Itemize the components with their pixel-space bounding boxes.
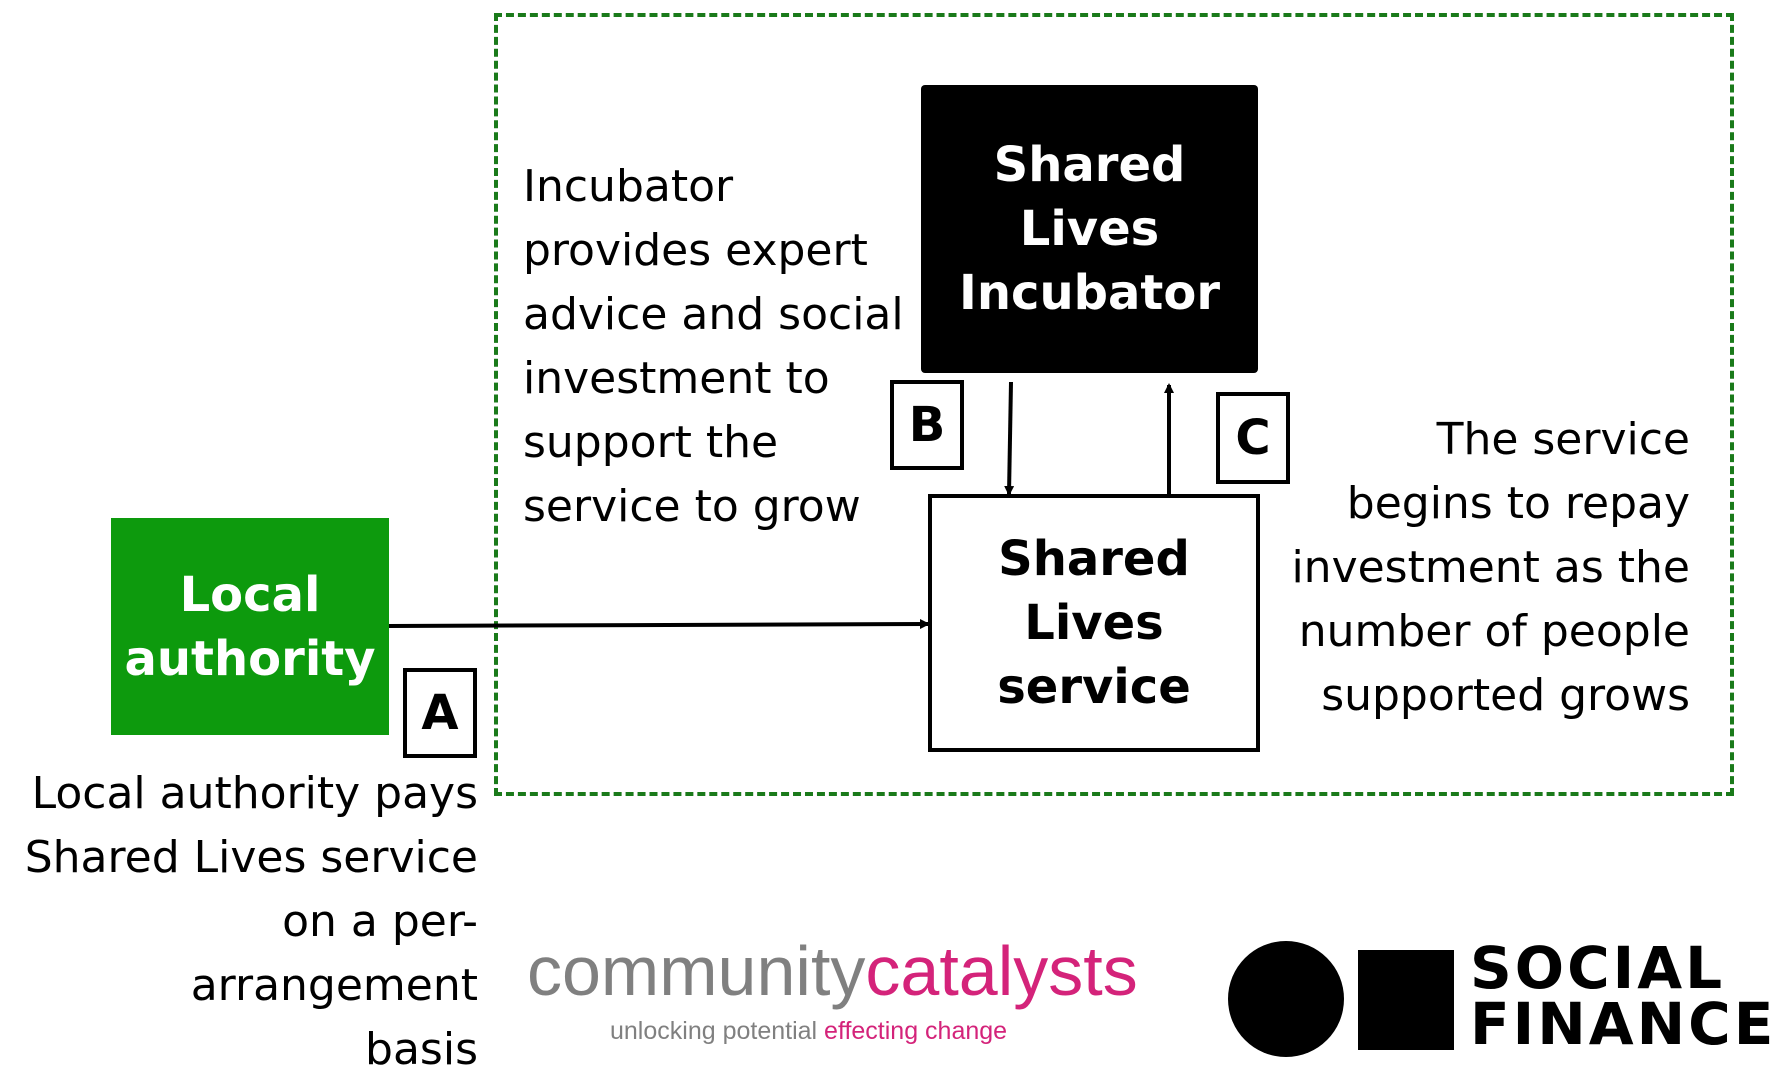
marker-a: A (403, 668, 477, 758)
shared-lives-incubator-node: Shared Lives Incubator (921, 85, 1258, 373)
incubator-support-annotation: Incubator provides expert advice and soc… (523, 161, 904, 532)
flow-arrows (388, 381, 1174, 630)
payment-arrow (388, 619, 930, 630)
investment-arrow (1004, 381, 1015, 496)
tagline-part-2: effecting change (824, 1017, 1008, 1045)
incubator-label: Shared Lives Incubator (959, 137, 1220, 321)
scope-boundary-frame (494, 13, 1734, 796)
local-authority-label: Local authority (124, 566, 376, 687)
marker-c: C (1216, 392, 1290, 484)
community-catalysts-tagline: unlocking potential effecting change (610, 1017, 1007, 1046)
shared-lives-service-node: Shared Lives service (928, 494, 1260, 752)
repayment-annotation: The service begins to repay investment a… (1291, 414, 1690, 721)
logo-word-catalysts: catalysts (865, 932, 1138, 1010)
local-authority-node: Local authority (111, 518, 389, 735)
social-finance-square-icon (1358, 950, 1454, 1050)
local-authority-payment-annotation: Local authority pays Shared Lives servic… (24, 768, 478, 1075)
tagline-part-1: unlocking potential (610, 1017, 825, 1045)
social-finance-circle-icon (1228, 941, 1344, 1057)
community-catalysts-wordmark: communitycatalysts (527, 932, 1138, 1010)
marker-b: B (890, 380, 964, 470)
community-catalysts-logo: communitycatalysts unlocking potential e… (527, 932, 1138, 1045)
social-finance-logo-text: SOCIAL FINANCE (1470, 934, 1777, 1058)
logo-word-community: community (527, 932, 866, 1010)
service-label: Shared Lives service (997, 531, 1191, 715)
